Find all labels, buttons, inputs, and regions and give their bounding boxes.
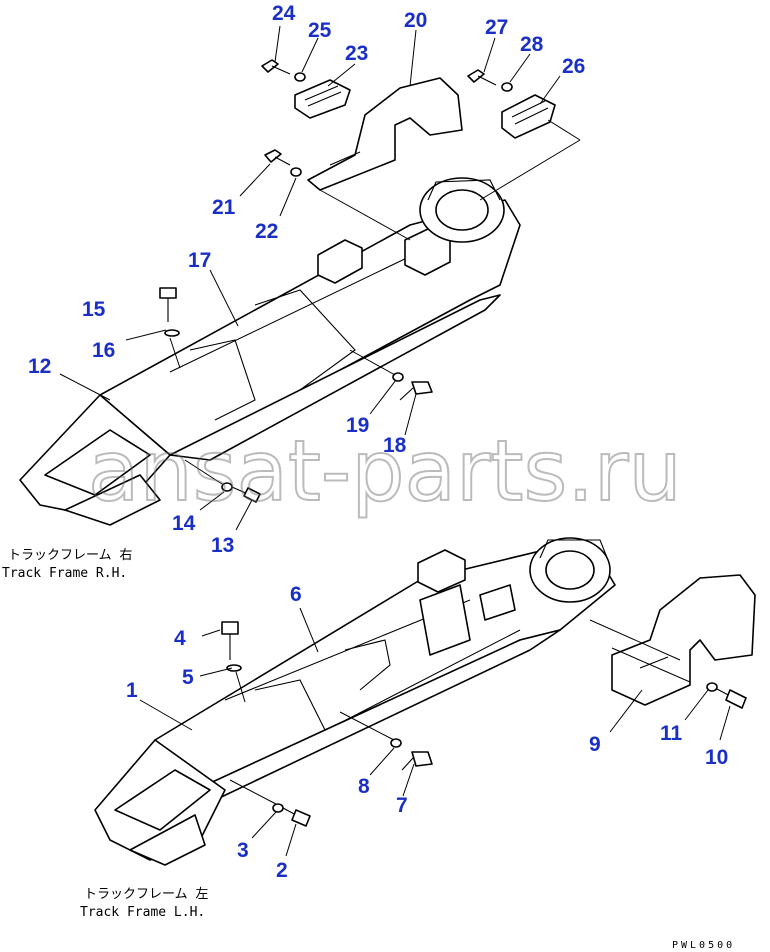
caption-rh-en: Track Frame R.H.	[2, 566, 127, 581]
caption-lh-jp: トラックフレーム 左	[84, 887, 208, 902]
callout-18: 18	[383, 434, 407, 457]
bolt-icon	[716, 688, 747, 709]
callout-12: 12	[28, 355, 51, 378]
bolt-icon	[159, 287, 177, 322]
callout-5: 5	[182, 666, 194, 689]
callout-28: 28	[520, 33, 544, 56]
bolt-icon	[221, 621, 239, 660]
bolt-icon	[467, 69, 497, 86]
caption-lh-en: Track Frame L.H.	[80, 905, 205, 920]
bracket-26	[501, 94, 556, 139]
washer-icon	[392, 372, 404, 382]
washer-icon	[290, 167, 302, 177]
callout-1: 1	[126, 679, 138, 702]
callout-9: 9	[589, 733, 601, 756]
callout-16: 16	[92, 339, 115, 362]
callout-17: 17	[188, 249, 211, 272]
callout-26: 26	[562, 55, 585, 78]
cover-lower	[611, 574, 756, 706]
callout-8: 8	[358, 775, 370, 798]
callout-2: 2	[276, 859, 288, 882]
bolt-icon	[231, 486, 261, 503]
callout-13: 13	[211, 534, 234, 557]
bolt-icon	[264, 149, 291, 166]
callout-labels: 24 25 23 20 27 28 26 21 22 17 15 16 12 1…	[28, 2, 728, 882]
callout-10: 10	[705, 746, 728, 769]
leader-lines	[59, 25, 731, 857]
bolt-icon	[399, 381, 433, 401]
washer-icon	[226, 664, 242, 672]
callout-21: 21	[212, 196, 236, 219]
bolt-icon	[282, 807, 311, 827]
callout-19: 19	[346, 414, 369, 437]
track-frame-rh	[19, 177, 521, 526]
callout-4: 4	[174, 627, 186, 650]
callout-3: 3	[237, 839, 249, 862]
callout-23: 23	[345, 42, 368, 65]
bolt-icon	[261, 59, 291, 75]
caption-rh-jp: トラックフレーム 右	[8, 548, 132, 563]
callout-7: 7	[396, 794, 408, 817]
callout-15: 15	[82, 298, 106, 321]
callout-14: 14	[172, 512, 196, 535]
callout-22: 22	[255, 220, 278, 243]
washer-icon	[706, 682, 718, 692]
washer-icon	[164, 329, 180, 337]
washer-icon	[294, 72, 306, 82]
bolt-icon	[401, 751, 433, 771]
watermark: ansat-parts.ru	[88, 422, 682, 520]
callout-6: 6	[290, 583, 302, 606]
cover-upper	[307, 77, 463, 191]
callout-11: 11	[660, 722, 683, 745]
washer-icon	[501, 82, 513, 92]
callout-25: 25	[308, 19, 332, 42]
callout-20: 20	[404, 9, 427, 32]
callout-27: 27	[485, 16, 508, 39]
bracket-23	[294, 79, 351, 119]
washer-icon	[272, 803, 284, 813]
drawing-code: PWL0500	[672, 940, 735, 951]
callout-24: 24	[272, 2, 296, 25]
washer-icon	[390, 738, 402, 748]
track-frame-lh	[94, 537, 616, 866]
